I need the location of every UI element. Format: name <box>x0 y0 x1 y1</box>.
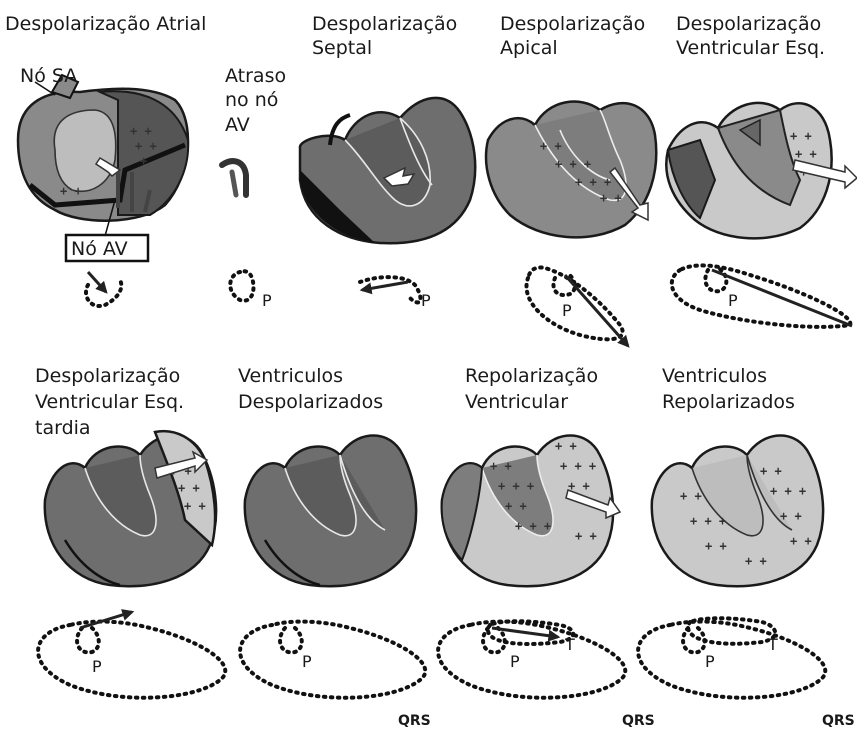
panel-title: Despolarização Atrial <box>5 13 206 35</box>
qrs-loop <box>527 267 623 339</box>
p-label: P <box>421 291 431 310</box>
panel-left-ventricular-depolarization: Despolarização Ventricular Esq. + + + + … <box>666 13 857 327</box>
panel-title-line1: Repolarização <box>465 365 598 387</box>
panel-title-line2: Despolarizados <box>238 391 383 413</box>
p-label: P <box>728 291 738 310</box>
heart-atria-illustration: + + + + + + + <box>18 75 188 221</box>
svg-text:+ +: + + <box>540 139 562 153</box>
sa-node-label: Nó SA <box>20 65 77 87</box>
panel-title-line1: Despolarização <box>676 13 821 35</box>
svg-text:+ +: + + <box>130 124 152 138</box>
qrs-label: QRS <box>822 713 855 729</box>
t-label: T <box>564 635 575 654</box>
svg-text:+ +: + + <box>790 534 812 548</box>
panel-atrial-depolarization: Despolarização Atrial + + + + + + + Nó S… <box>5 13 206 306</box>
panel-apical-depolarization: Despolarização Apical + + + + + + + + + … <box>486 13 656 346</box>
heart-ventricles-illustration: + + + + + + + + + + + + + + + + + + + <box>442 435 620 586</box>
svg-text:+ +: + + <box>178 481 200 495</box>
svg-text:+ +: + + <box>575 529 597 543</box>
qrs-loop <box>38 622 225 698</box>
panel-ventricular-repolarization: Repolarização Ventricular + + + + + + + … <box>438 365 655 729</box>
panel-septal-depolarization: Despolarização Septal P <box>300 13 475 310</box>
svg-text:+ +: + + <box>555 439 577 453</box>
vector-arrow <box>80 612 132 628</box>
vector-arrow <box>362 282 408 290</box>
heart-ventricles-illustration: + + + + + <box>666 103 857 238</box>
panel-title-line1: Atraso <box>225 65 286 87</box>
svg-text:+ + +: + + + <box>770 484 806 498</box>
svg-text:+ +: + + <box>795 147 817 161</box>
heart-ventricles-illustration <box>300 98 475 243</box>
panel-title-line1: Ventriculos <box>662 365 767 387</box>
p-label: P <box>92 657 102 676</box>
panel-title-line3: tardia <box>35 417 91 439</box>
svg-text:+ +: + + <box>745 554 767 568</box>
panel-av-delay: Atraso no nó AV P <box>222 65 286 310</box>
qrs-label: QRS <box>622 713 655 729</box>
svg-text:+ + +: + + + <box>575 175 611 189</box>
vector-arrow <box>88 272 106 292</box>
svg-text:+ +: + + <box>780 509 802 523</box>
panel-title-line2: Repolarizados <box>662 391 795 413</box>
p-label: P <box>705 652 715 671</box>
qrs-loop <box>240 622 425 698</box>
svg-text:+ + +: + + + <box>560 459 596 473</box>
p-label: P <box>262 291 272 310</box>
svg-text:+ + +: + + + <box>555 157 591 171</box>
p-loop <box>77 628 99 652</box>
panel-title-line1: Despolarização <box>500 13 645 35</box>
p-label: P <box>302 652 312 671</box>
svg-text:+ +: + + <box>505 499 527 513</box>
svg-text:+ +: + + <box>790 129 812 143</box>
p-loop <box>683 628 705 652</box>
qrs-loop <box>638 622 825 698</box>
svg-text:+ +: + + <box>60 184 82 198</box>
panel-title-line1: Ventriculos <box>238 365 343 387</box>
t-label: T <box>767 635 778 654</box>
svg-text:+ +: + + <box>184 499 206 513</box>
svg-text:+ + +: + + + <box>498 479 534 493</box>
panel-late-lv-depolarization: Despolarização Ventricular Esq. tardia +… <box>35 365 225 698</box>
svg-text:+ + +: + + + <box>690 514 726 528</box>
vector-arrow <box>565 275 628 346</box>
panel-title-line2: Ventricular Esq. <box>676 37 825 59</box>
panel-ventricles-repolarized: Ventriculos Repolarizados + + + + + + + … <box>638 365 855 729</box>
svg-text:+: + <box>140 154 147 168</box>
panel-title-line1: Despolarização <box>35 365 180 387</box>
p-loop <box>230 271 253 300</box>
panel-title-line2: Apical <box>500 37 558 59</box>
svg-text:+ +: + + <box>490 459 512 473</box>
svg-text:+ + +: + + + <box>515 519 551 533</box>
svg-text:+ +: + + <box>760 464 782 478</box>
heart-ventricles-illustration: + + + + + + <box>45 431 216 586</box>
heart-ventricles-illustration: + + + + + + + + + + + + + + + + + + <box>652 435 823 586</box>
svg-text:+ +: + + <box>680 489 702 503</box>
panel-title-line2: Ventricular <box>465 391 568 413</box>
panel-title-line2: no nó <box>225 89 278 111</box>
heart-ventricles-illustration: + + + + + + + + + + <box>486 102 656 238</box>
panel-title-line3: AV <box>225 114 250 136</box>
av-node-label: Nó AV <box>71 238 128 260</box>
svg-text:+ +: + + <box>705 539 727 553</box>
heart-ventricles-illustration <box>245 435 416 586</box>
panel-title-line2: Septal <box>312 37 372 59</box>
p-loop <box>280 628 302 652</box>
panel-ventricles-depolarized: Ventriculos Despolarizados P QRS <box>238 365 431 729</box>
qrs-label: QRS <box>398 713 431 729</box>
p-label: P <box>562 301 572 320</box>
panel-title-line1: Despolarização <box>312 13 457 35</box>
svg-text:+ +: + + <box>135 139 157 153</box>
p-loop <box>86 280 121 306</box>
p-label: P <box>510 652 520 671</box>
svg-text:+ +: + + <box>600 191 622 205</box>
qrs-loop <box>672 265 851 326</box>
panel-title-line2: Ventricular Esq. <box>35 391 184 413</box>
